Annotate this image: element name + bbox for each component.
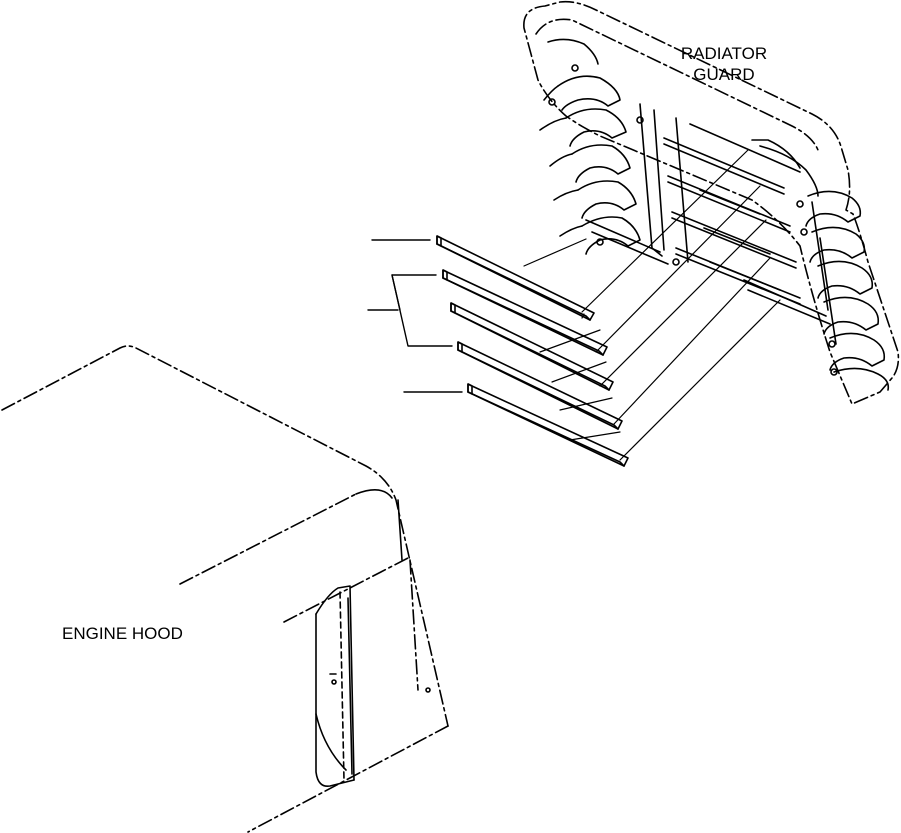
seal-strip-3 — [450, 302, 614, 391]
engine-hood — [1, 345, 449, 833]
internal-slats — [585, 123, 831, 325]
radiator-guard-outline — [523, 0, 900, 405]
callout-leaders — [367, 239, 463, 393]
engine-hood-label: ENGINE HOOD — [62, 624, 183, 643]
radiator-guard-label: RADIATOR GUARD — [654, 43, 794, 85]
seal-strips — [436, 235, 629, 467]
radiator-guard — [523, 0, 900, 405]
seal-strip-2 — [442, 269, 608, 356]
left-louvers — [539, 38, 680, 266]
engine-hood-top-edge — [1, 345, 449, 727]
seal-strip-5 — [467, 383, 629, 467]
radiator-guard-label-line2: GUARD — [693, 65, 755, 84]
radiator-guard-label-line1: RADIATOR — [680, 44, 768, 63]
right-louvers — [796, 190, 890, 391]
assembly-lines — [523, 149, 781, 461]
callout-bracket-2 — [391, 274, 453, 347]
seal-strip-4 — [457, 341, 623, 430]
seal-strip-1 — [436, 235, 595, 321]
